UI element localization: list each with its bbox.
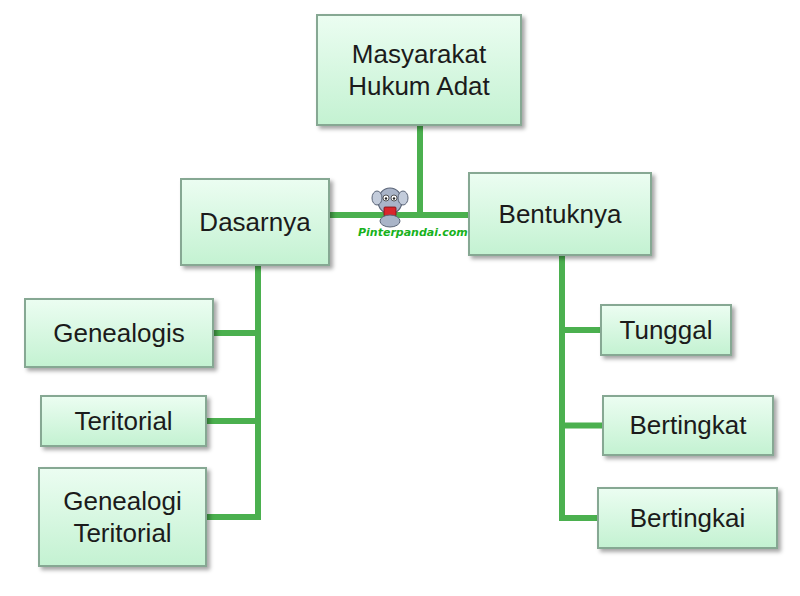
- box-text: Teritorial: [74, 405, 172, 438]
- concept-box: Tunggal: [600, 304, 732, 356]
- connector: [562, 256, 600, 330]
- watermark-mascot: [368, 183, 412, 229]
- concept-box: Bentuknya: [468, 172, 652, 256]
- box-text: Genealogi Teritorial: [50, 485, 195, 550]
- connector: [420, 126, 468, 215]
- connector: [214, 266, 258, 333]
- connector: [562, 256, 597, 518]
- concept-box: Dasarnya: [180, 178, 330, 266]
- box-text: Masyarakat Hukum Adat: [328, 38, 510, 103]
- connector: [562, 256, 602, 426]
- concept-box: Genealogis: [24, 298, 214, 368]
- concept-box: Masyarakat Hukum Adat: [316, 14, 522, 126]
- concept-box: Bertingkat: [602, 395, 774, 456]
- concept-box: Teritorial: [40, 395, 207, 447]
- box-text: Tunggal: [620, 314, 713, 347]
- connector: [207, 266, 258, 517]
- box-text: Genealogis: [53, 317, 185, 350]
- connector: [207, 266, 258, 421]
- box-text: Bertingkai: [630, 502, 746, 535]
- watermark: Pinterpandai.com: [358, 226, 468, 239]
- concept-box: Bertingkai: [597, 487, 778, 549]
- box-text: Bentuknya: [499, 198, 622, 231]
- box-text: Dasarnya: [199, 206, 310, 239]
- box-text: Bertingkat: [629, 409, 746, 442]
- connector: [330, 126, 420, 215]
- concept-box: Genealogi Teritorial: [38, 467, 207, 567]
